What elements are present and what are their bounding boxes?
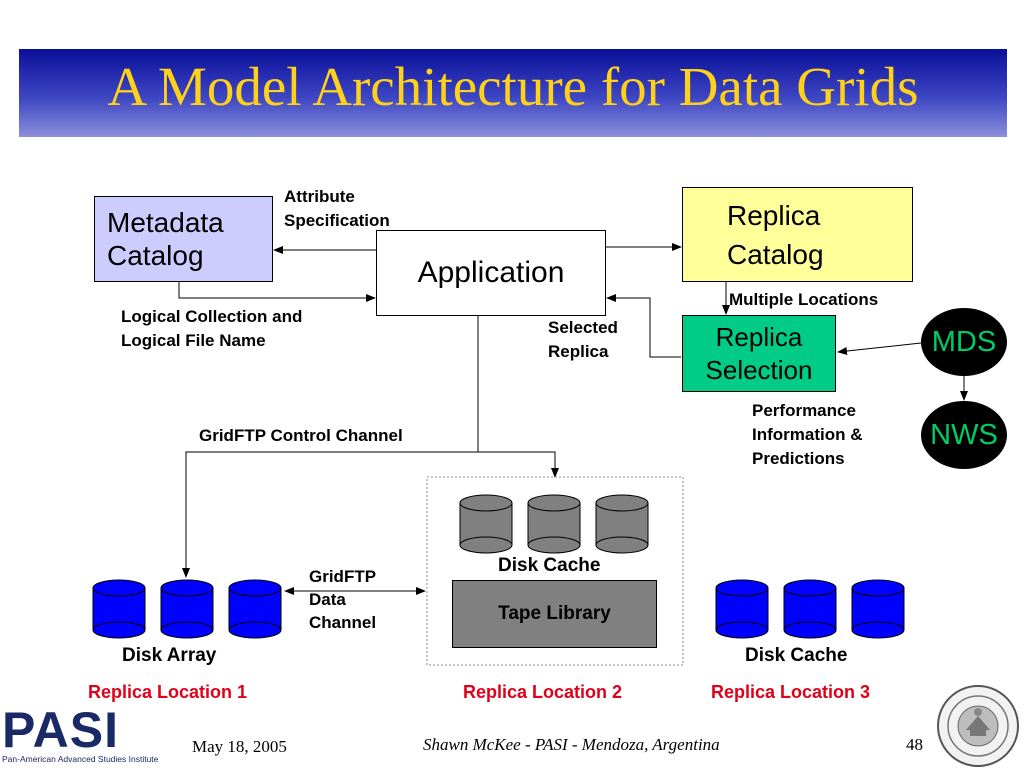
replica-location-2-label: Replica Location 2 <box>463 682 623 702</box>
mds-label: MDS <box>931 326 997 358</box>
disk-cache-center-disks <box>459 494 649 554</box>
arrow-control-to-disk-array <box>182 451 478 578</box>
disk-cache-right-disks <box>715 579 905 639</box>
blue-disk-icon <box>228 579 282 639</box>
footer-author: Shawn McKee - PASI - Mendoza, Argentina <box>423 735 720 754</box>
replica-site-2-frame <box>426 476 684 666</box>
mds-oval <box>921 308 1007 376</box>
blue-disk-icon <box>783 579 837 639</box>
gray-disk-icon <box>527 494 581 554</box>
logical-collection-label: Logical Collection and Logical File Name <box>121 307 303 350</box>
replica-selection-box: Replica Selection <box>682 315 836 392</box>
arrow-metadata-to-app <box>178 282 376 302</box>
tape-library-label: Tape Library <box>498 603 611 624</box>
application-label: Application <box>417 256 565 289</box>
replica-selection-label: Replica Selection <box>705 321 813 385</box>
disk-array-disks <box>92 579 282 639</box>
metadata-catalog-box: Metadata Catalog <box>94 196 273 282</box>
slide-title: A Model Architecture for Data Grids <box>107 56 919 117</box>
blue-disk-icon <box>92 579 146 639</box>
blue-disk-icon <box>160 579 214 639</box>
pasi-logo-text: PASI <box>2 702 119 758</box>
title-banner: A Model Architecture for Data Grids <box>19 49 1007 137</box>
arrow-selection-to-app <box>606 294 681 358</box>
application-box: Application <box>376 230 606 316</box>
arrow-control-to-site-2 <box>478 451 559 478</box>
pasi-logo-subtitle: Pan-American Advanced Studies Institute <box>2 754 159 764</box>
nws-label: NWS <box>930 419 998 451</box>
disk-cache-center-label: Disk Cache <box>498 555 601 576</box>
performance-info-label: Performance Information & Predictions <box>752 401 863 468</box>
footer-page-number: 48 <box>906 735 923 754</box>
arrow-mds-to-selection <box>837 342 922 356</box>
replica-catalog-box: Replica Catalog <box>682 187 913 282</box>
footer-date: May 18, 2005 <box>192 737 287 756</box>
gridftp-data-label: GridFTP Data Channel <box>309 567 377 632</box>
metadata-catalog-label: Metadata Catalog <box>107 207 224 271</box>
pasi-logo: PASI Pan-American Advanced Studies Insti… <box>0 702 184 768</box>
attribute-specification-label: Attribute Specification <box>284 187 390 230</box>
gridftp-control-label: GridFTP Control Channel <box>199 426 403 445</box>
blue-disk-icon <box>851 579 905 639</box>
replica-location-1-label: Replica Location 1 <box>88 682 248 702</box>
disk-cache-right-label: Disk Cache <box>745 645 848 666</box>
gray-disk-icon <box>459 494 513 554</box>
replica-location-3-label: Replica Location 3 <box>711 682 871 702</box>
multiple-locations-label: Multiple Locations <box>729 290 879 309</box>
selected-replica-label: Selected Replica <box>548 318 618 361</box>
replica-catalog-label: Replica Catalog <box>727 199 824 270</box>
university-of-michigan-seal-icon <box>937 685 1019 767</box>
tape-library-box: Tape Library <box>452 580 657 648</box>
nws-oval <box>921 401 1007 469</box>
gray-disk-icon <box>595 494 649 554</box>
disk-array-label: Disk Array <box>122 645 217 666</box>
blue-disk-icon <box>715 579 769 639</box>
